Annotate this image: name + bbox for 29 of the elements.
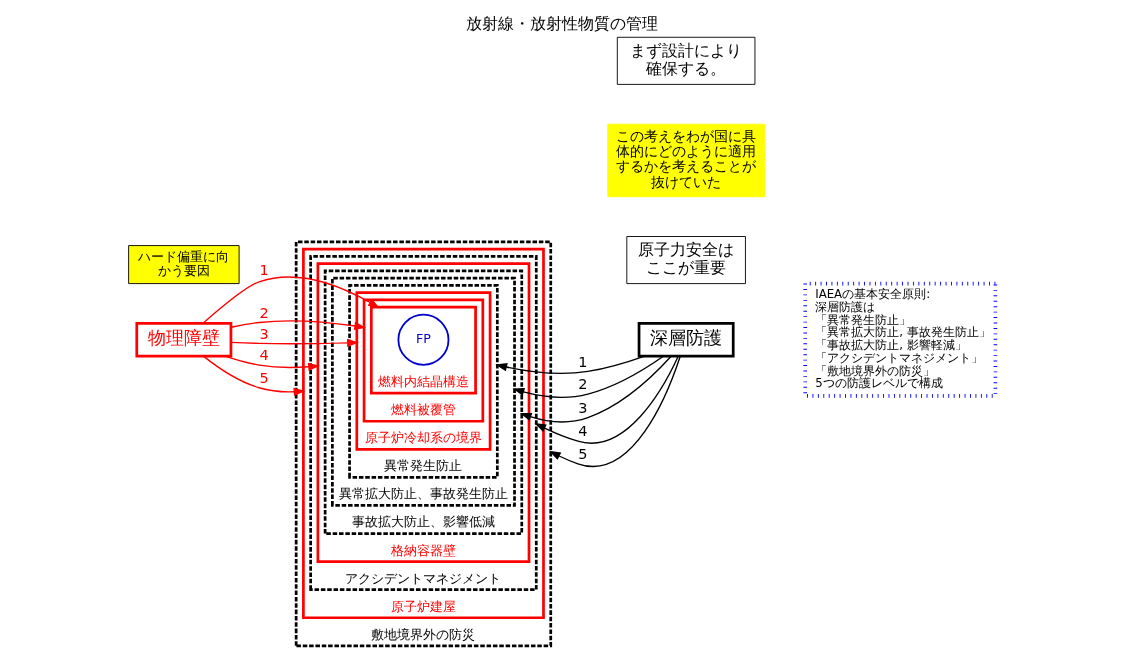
arrow <box>495 355 646 375</box>
edge-label: 4 <box>259 347 269 364</box>
arrow <box>230 338 359 347</box>
node-circle: FP <box>397 313 450 366</box>
node-box: この考えをわが国に具体的にどのように適用するかを考えることが抜けていた <box>607 123 765 198</box>
arrow <box>224 355 320 371</box>
arrow <box>512 355 665 398</box>
arrow <box>534 355 679 444</box>
edge-label: 5 <box>578 446 588 463</box>
edge-label: 3 <box>578 399 588 416</box>
edge-label: 3 <box>259 325 269 342</box>
node-box: ハード偏重に向かう要因 <box>128 245 240 285</box>
edge-label: 1 <box>578 353 588 370</box>
diagram-title: 放射線・放射性物質の管理 <box>466 13 658 33</box>
edge-label: 2 <box>259 304 269 321</box>
arrow <box>519 355 673 423</box>
node-box: まず設計により確保する。 <box>616 36 756 85</box>
edge-label: 5 <box>259 370 269 387</box>
node-box: 深層防護 <box>637 322 735 358</box>
edge-label: 4 <box>578 423 588 440</box>
edge-label: 1 <box>259 262 269 279</box>
node-box: 物理障壁 <box>135 322 233 358</box>
edge-label: 2 <box>578 376 588 393</box>
arrow <box>202 276 380 324</box>
arrow <box>230 320 367 330</box>
arrow <box>548 355 681 468</box>
node-box: IAEAの基本安全原則: 深層防護は 「異常発生防止」 「異常拡大防止, 事故発生防止」 「事故拡大防止, 影響軽減」 「アクシデントマネジメント」 「敷地境界外の防災」 5つの防護レベルで構成 <box>803 281 998 398</box>
arrow <box>202 355 306 396</box>
node-box: 原子力安全はここが重要 <box>626 236 746 285</box>
